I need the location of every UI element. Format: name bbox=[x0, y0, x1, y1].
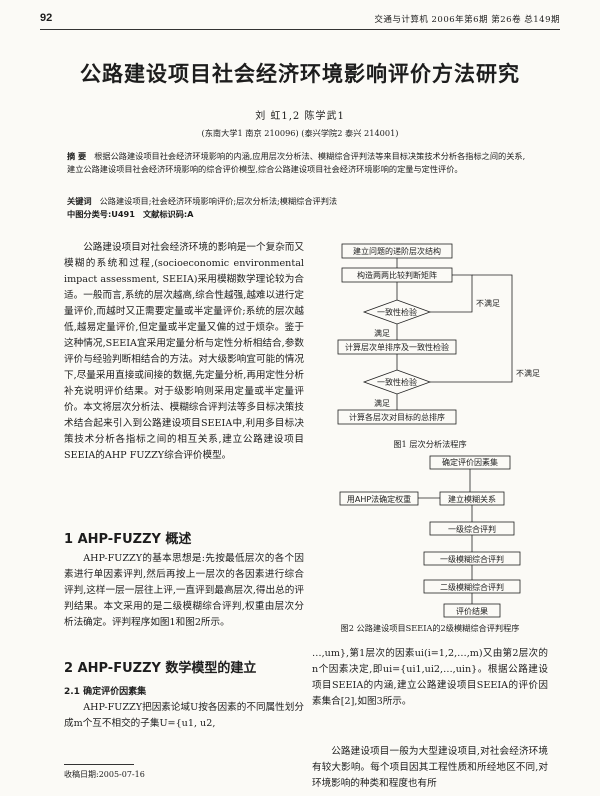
fig1-box-4-label: 计算各层次对目标的总排序 bbox=[349, 412, 445, 422]
journal-info: 交通与计算机 2006年第6期 第26卷 总149期 bbox=[374, 15, 560, 25]
fig1-unsatisfied-label-1: 不满足 bbox=[476, 298, 500, 308]
fig2-box-7-label: 评价结果 bbox=[456, 606, 488, 616]
fig2-box-7 bbox=[443, 603, 501, 618]
fig2-box-6-label: 二级模糊综合评判 bbox=[440, 582, 504, 592]
fig2-box-2-label: 用AHP法确定权重 bbox=[347, 494, 411, 504]
body-paragraph-5: 公路建设项目一般为大型建设项目,对社会经济环境有较大影响。每个项目因其工程性质和… bbox=[312, 746, 548, 789]
section-heading-2: 2 AHP-FUZZY 数学模型的建立 bbox=[64, 661, 257, 676]
doc-code: 文献标识码:A bbox=[142, 209, 194, 219]
body-paragraph-1: 公路建设项目对社会经济环境的影响是一个复杂而又模糊的系统和过程,(socioec… bbox=[64, 242, 304, 461]
figure-1-caption: 图1 层次分析法程序 bbox=[393, 439, 467, 449]
figure-2-flowchart: 确定评价因素集 用AHP法确定权重 建立模糊关系 一级综合评判 一级模糊综合评判… bbox=[339, 455, 521, 618]
header-rule bbox=[40, 29, 560, 30]
paper-title: 公路建设项目社会经济环境影响评价方法研究 bbox=[80, 62, 520, 86]
abstract-label: 摘 要 bbox=[67, 151, 87, 161]
footnote: 收稿日期:2005-07-16 bbox=[64, 770, 145, 779]
keywords: 关键词公路建设项目;社会经济环境影响评价;层次分析法;模糊综合评判法 bbox=[67, 195, 533, 207]
fig1-loop-1 bbox=[430, 274, 473, 313]
abstract-text: 根据公路建设项目社会经济环境影响的内涵,应用层次分析法、模糊综合评判法等来目标决… bbox=[67, 151, 526, 174]
fig1-box-1-label: 建立问题的递阶层次结构 bbox=[353, 246, 441, 256]
running-header: 92 交通与计算机 2006年第6期 第26卷 总149期 bbox=[40, 12, 560, 26]
body-paragraph-3: AHP-FUZZY把因素论域U按各因素的不同属性划分成m个互不相交的子集U={u… bbox=[64, 702, 304, 729]
fig2-box-2 bbox=[339, 491, 419, 506]
fig1-box-2-label: 构造两两比较判断矩阵 bbox=[357, 270, 437, 280]
affiliation: (东南大学1 南京 210096) (泰兴学院2 泰兴 214001) bbox=[201, 128, 399, 138]
body-paragraph-4: …,um},第1层次的因素ui(i=1,2,…,m)又由第2层次的n个因素决定,… bbox=[312, 648, 548, 707]
figure-1-flowchart: 建立问题的递阶层次结构 构造两两比较判断矩阵 一致性检验 计算层次单排序及一致性… bbox=[337, 243, 540, 425]
fig1-unsatisfied-label-2: 不满足 bbox=[516, 368, 540, 378]
abstract: 摘 要根据公路建设项目社会经济环境影响的内涵,应用层次分析法、模糊综合评判法等来… bbox=[67, 150, 533, 176]
fig1-satisfied-label-2: 满足 bbox=[374, 398, 390, 408]
fig1-loop-2 bbox=[430, 274, 513, 383]
subsection-heading-2-1: 2.1 确定评价因素集 bbox=[64, 687, 147, 697]
fig2-box-1-label: 确定评价因素集 bbox=[442, 457, 498, 467]
fig2-box-4-label: 一级综合评判 bbox=[448, 524, 496, 534]
fig1-diamond-1-label: 一致性检验 bbox=[377, 307, 417, 317]
figure-2-caption: 图2 公路建设项目SEEIA的2级模糊综合评判程序 bbox=[340, 623, 520, 633]
footnote-rule bbox=[64, 764, 134, 765]
page-number: 92 bbox=[40, 12, 53, 24]
classification: 中图分类号:U491 文献标识码:A bbox=[67, 208, 533, 220]
body-paragraph-2: AHP-FUZZY的基本思想是:先按最低层次的各个因素进行单因素评判,然后再按上… bbox=[64, 553, 304, 628]
keywords-text: 公路建设项目;社会经济环境影响评价;层次分析法;模糊综合评判法 bbox=[99, 196, 338, 206]
fig1-satisfied-label-1: 满足 bbox=[374, 328, 390, 338]
fig2-box-3-label: 建立模糊关系 bbox=[448, 494, 496, 504]
fig1-box-3-label: 计算层次单排序及一致性检验 bbox=[345, 342, 449, 352]
authors: 刘 虹1,2 陈学武1 bbox=[255, 111, 345, 122]
fig1-box-4 bbox=[337, 409, 457, 425]
section-heading-1: 1 AHP-FUZZY 概述 bbox=[64, 532, 192, 547]
clc-number: 中图分类号:U491 bbox=[67, 209, 135, 219]
keywords-label: 关键词 bbox=[67, 196, 92, 206]
fig1-diamond-2-label: 一致性检验 bbox=[377, 377, 417, 387]
fig2-box-5-label: 一级模糊综合评判 bbox=[440, 554, 504, 564]
